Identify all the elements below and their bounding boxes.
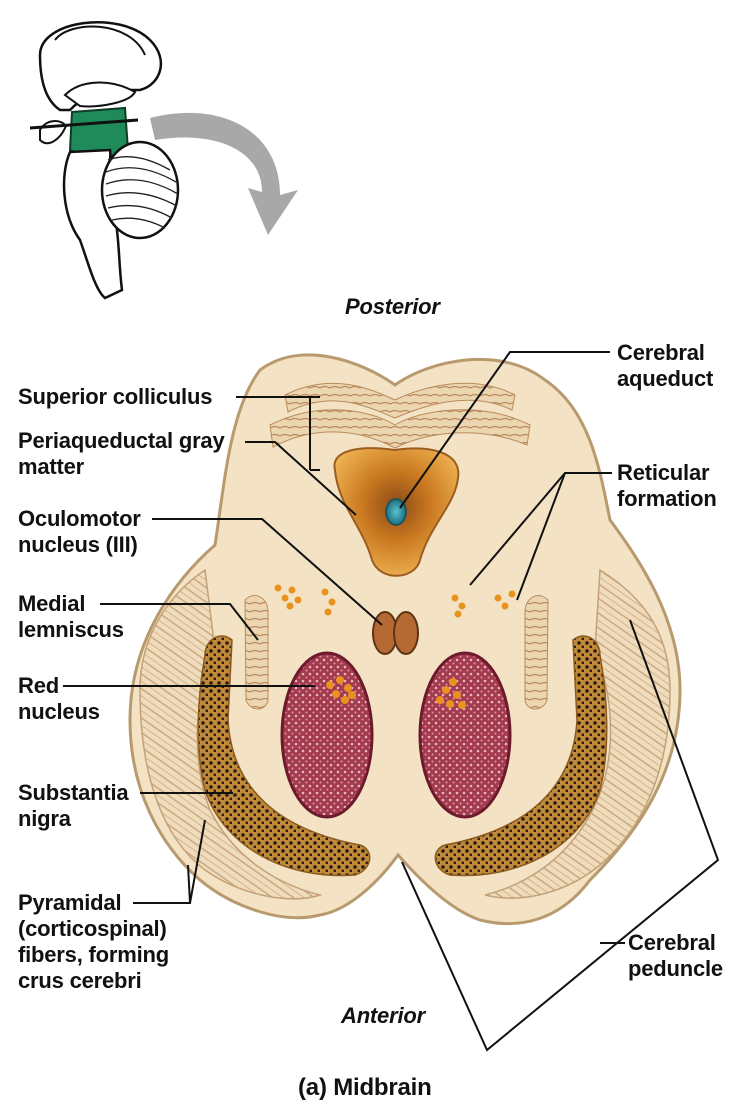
- oculomotor-nucleus-right: [394, 612, 418, 654]
- medial-lemniscus-right: [525, 596, 548, 709]
- figure-caption: (a) Midbrain: [298, 1075, 432, 1101]
- red-nucleus-right: [420, 653, 510, 817]
- anterior-label: Anterior: [341, 1003, 425, 1029]
- red-nucleus-left: [282, 653, 372, 817]
- cerebellum-outline: [102, 142, 178, 238]
- label-superior-colliculus: Superior colliculus: [18, 384, 212, 410]
- label-pyramidal-fibers: Pyramidal(corticospinal) fibers, forming…: [18, 890, 169, 994]
- medial-lemniscus-left: [245, 596, 268, 709]
- brain-inset-sketch: [30, 22, 178, 298]
- posterior-label: Posterior: [345, 294, 440, 320]
